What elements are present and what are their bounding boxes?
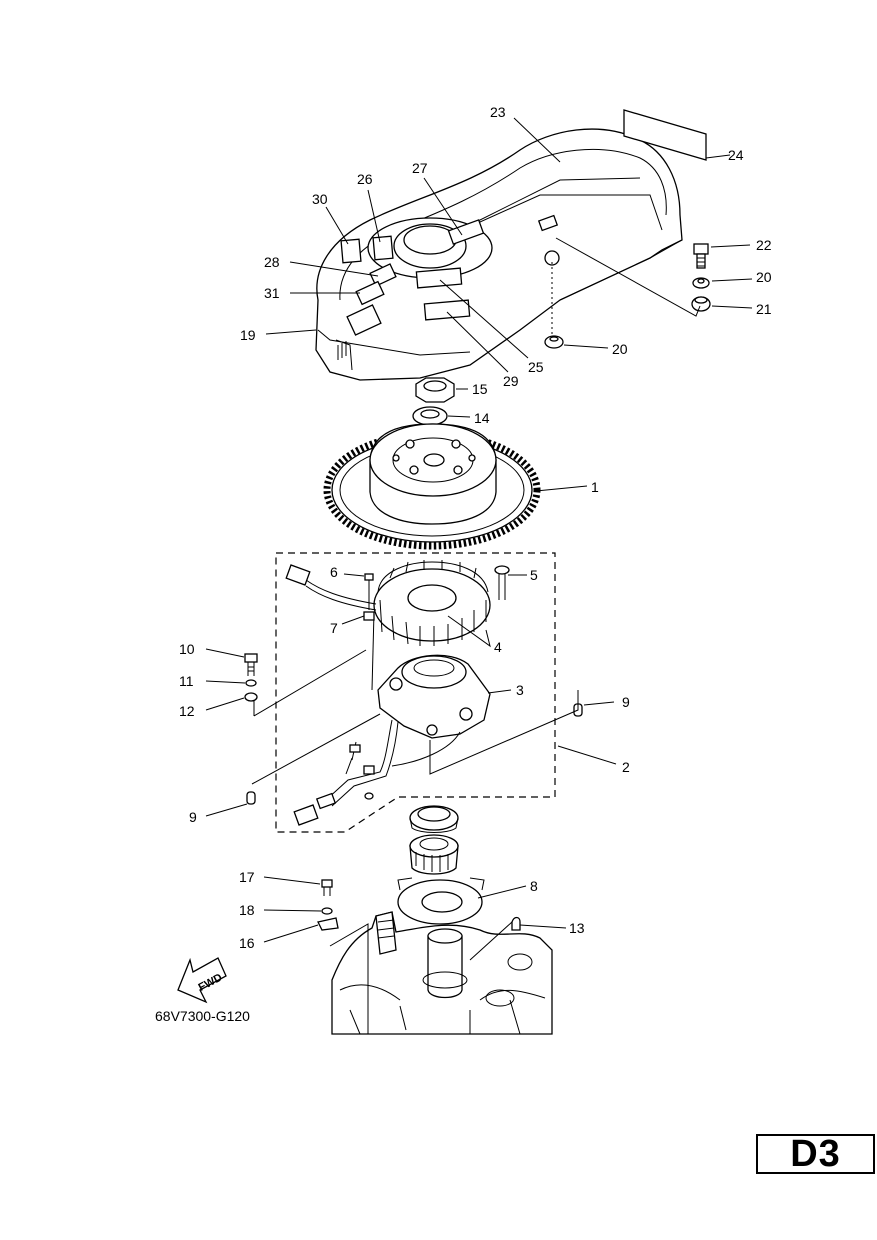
callout-28: 28 — [264, 254, 280, 270]
callout-4: 4 — [494, 639, 502, 655]
callout-2: 2 — [622, 759, 630, 775]
callout-6: 6 — [330, 564, 338, 580]
wire-harness — [293, 719, 461, 826]
callout-12: 12 — [179, 703, 195, 719]
flywheel-washer — [412, 406, 448, 426]
spring-washer — [245, 679, 257, 687]
leader-lines — [205, 117, 753, 1034]
callout-10: 10 — [179, 641, 195, 657]
flywheel-nut — [415, 377, 455, 403]
page-tag: D3 — [756, 1134, 875, 1174]
callout-23: 23 — [490, 104, 506, 120]
callout-5: 5 — [530, 567, 538, 583]
plain-washer — [244, 692, 258, 702]
pulser-bolt — [244, 653, 258, 676]
small-washer — [321, 907, 333, 915]
stator-lead-connector — [285, 564, 377, 691]
woodruff-key — [511, 916, 521, 931]
lead-wire-holder — [317, 917, 339, 931]
fwd-arrow-icon: FWD — [177, 957, 227, 1004]
callout-15: 15 — [472, 381, 488, 397]
callout-25: 25 — [528, 359, 544, 375]
collar-lower — [409, 834, 459, 875]
callout-7: 7 — [330, 620, 338, 636]
callout-31: 31 — [264, 285, 280, 301]
callout-26: 26 — [357, 171, 373, 187]
small-bolt — [321, 879, 333, 896]
stator-bolt — [364, 573, 374, 610]
callout-16: 16 — [239, 935, 255, 951]
callout-20a: 20 — [756, 269, 772, 285]
drawing-code: 68V7300-G120 — [155, 1008, 250, 1024]
callout-labels: 23 24 27 26 30 28 31 19 25 29 22 20 21 2… — [179, 104, 772, 951]
collar-upper — [409, 805, 459, 833]
callout-8: 8 — [530, 878, 538, 894]
pulser-coil-base — [377, 654, 491, 739]
callout-11: 11 — [179, 673, 194, 689]
callout-27: 27 — [412, 160, 428, 176]
callout-22: 22 — [756, 237, 772, 253]
callout-21: 21 — [756, 301, 772, 317]
callout-20b: 20 — [612, 341, 628, 357]
page-tag-label: D3 — [790, 1133, 841, 1175]
cover-fasteners — [544, 243, 711, 349]
label-sheet — [623, 109, 707, 161]
callout-18: 18 — [239, 902, 255, 918]
engine-block — [331, 911, 553, 1035]
callout-29: 29 — [503, 373, 519, 389]
callout-17: 17 — [239, 869, 255, 885]
callout-24: 24 — [728, 147, 744, 163]
lead-holder — [363, 611, 375, 621]
callout-19: 19 — [240, 327, 256, 343]
callout-9b: 9 — [189, 809, 197, 825]
callout-9a: 9 — [622, 694, 630, 710]
callout-14: 14 — [474, 410, 490, 426]
flywheel-ring-gear — [323, 423, 541, 550]
stator-coil — [373, 560, 491, 646]
flywheel-cover — [315, 128, 683, 381]
callout-3: 3 — [516, 682, 524, 698]
callout-13: 13 — [569, 920, 585, 936]
callout-1: 1 — [591, 479, 599, 495]
pulser-plate — [397, 877, 485, 925]
stator-bolt-long — [494, 565, 510, 600]
callout-30: 30 — [312, 191, 328, 207]
